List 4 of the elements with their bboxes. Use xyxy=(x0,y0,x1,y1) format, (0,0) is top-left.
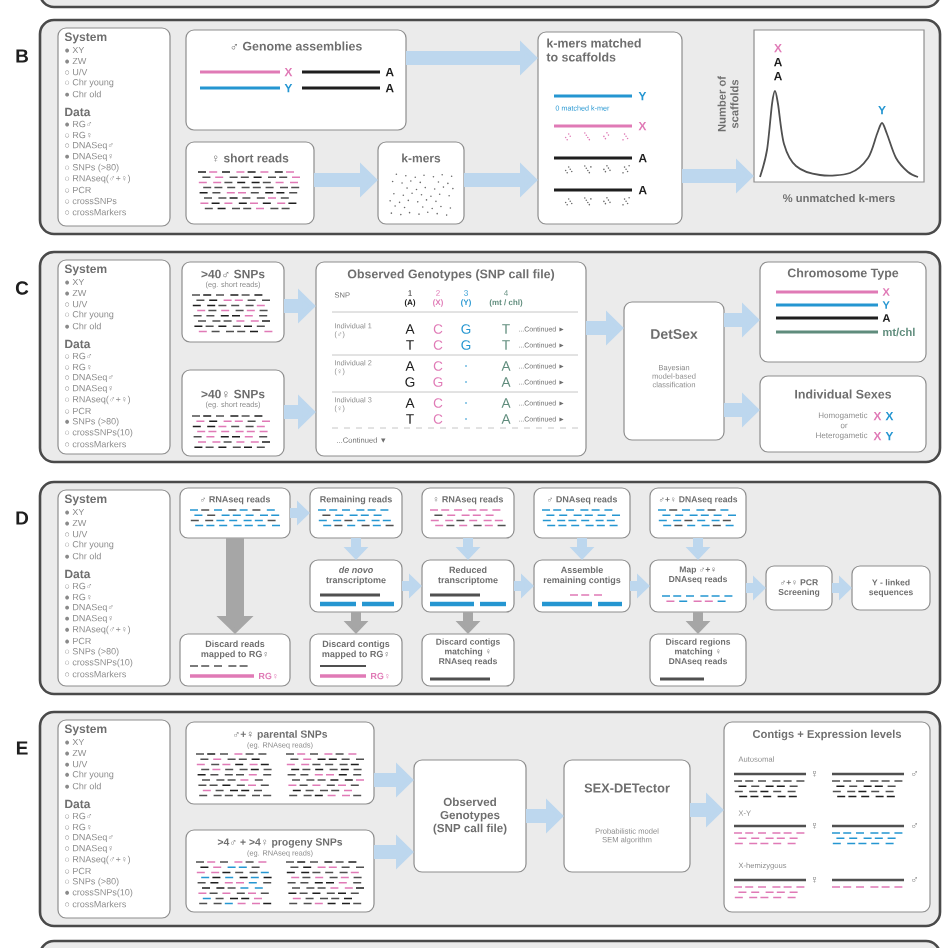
panel-letter: D xyxy=(16,511,29,525)
panel-letter: B xyxy=(16,49,28,63)
panel-letter: C xyxy=(15,281,29,295)
panel-letter: E xyxy=(16,741,28,755)
